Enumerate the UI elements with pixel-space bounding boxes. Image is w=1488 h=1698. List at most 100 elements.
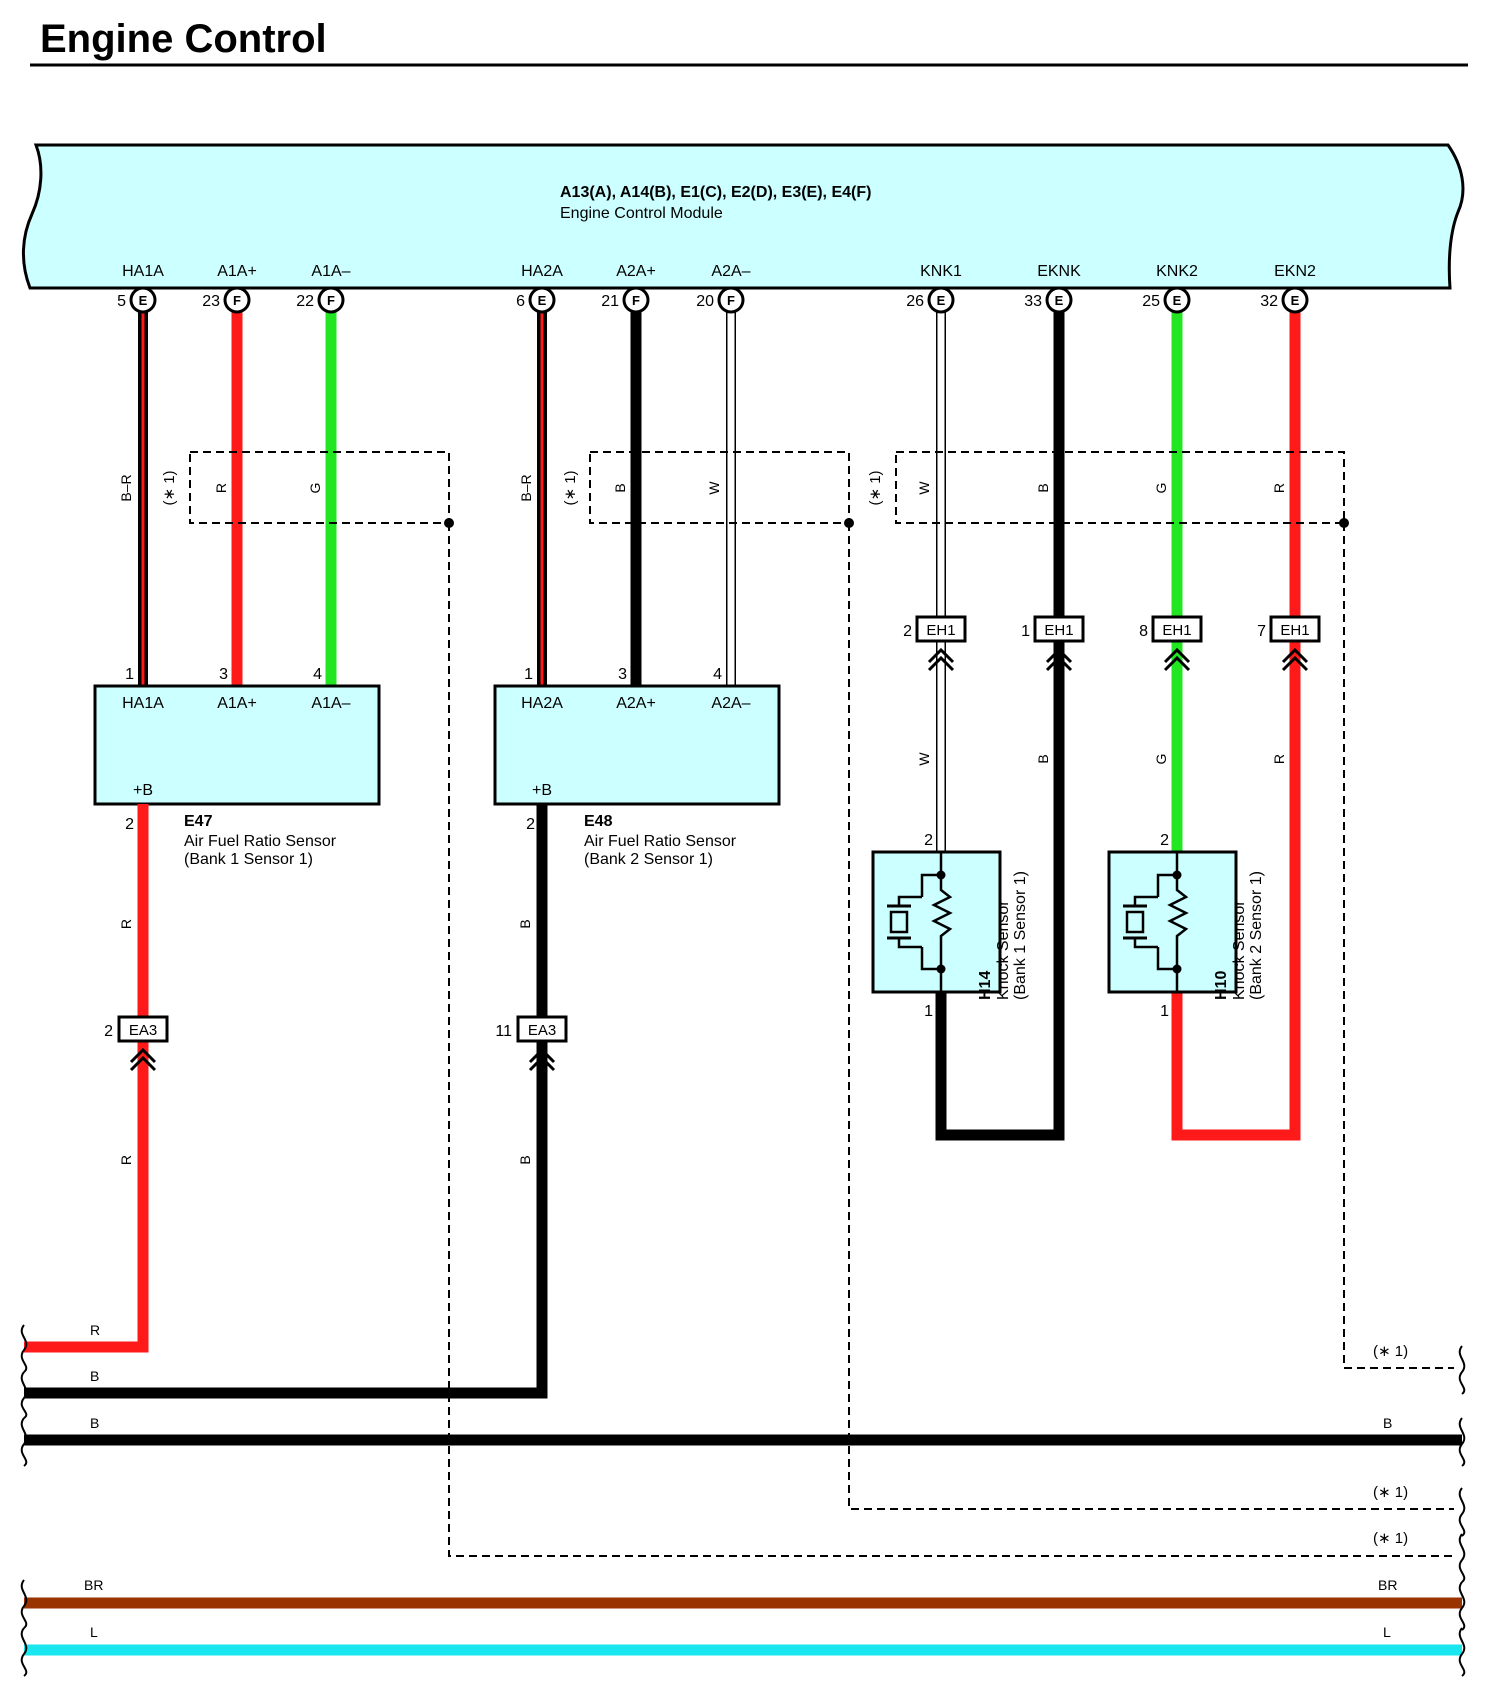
bus-label: L	[90, 1624, 98, 1640]
svg-text:33: 33	[1024, 293, 1042, 310]
svg-text:8: 8	[1139, 623, 1148, 640]
sensor-pin-name: HA2A	[521, 695, 563, 712]
ecm-terminal-name: EKNK	[1037, 263, 1081, 280]
ecm-terminal-name: A2A+	[616, 263, 656, 280]
svg-text:E: E	[139, 293, 148, 308]
knock-pin-number: 2	[1160, 832, 1169, 849]
wire-color-label: R	[1271, 483, 1287, 493]
wire-b	[935, 641, 1065, 1141]
ecm-terminal-name: HA1A	[122, 263, 164, 280]
bus-label: B	[90, 1368, 99, 1384]
svg-text:23: 23	[202, 293, 220, 310]
wire-color-label: G	[1153, 754, 1169, 765]
svg-text:21: 21	[601, 293, 619, 310]
svg-text:E: E	[1291, 293, 1300, 308]
piezo-element-icon	[1125, 910, 1145, 934]
knock-sensor-detail: (Bank 2 Sensor 1)	[1248, 871, 1265, 1000]
ecm-terminal: E 6	[516, 286, 556, 314]
connector-ea3: EA3 2	[104, 1015, 169, 1072]
bus-label: (∗ 1)	[1373, 1343, 1408, 1360]
ecm-title: A13(A), A14(B), E1(C), E2(D), E3(E), E4(…	[560, 184, 871, 201]
sensor-code: E48	[584, 813, 613, 830]
sensor-name: Air Fuel Ratio Sensor	[184, 833, 337, 850]
sensor-plus-b-pin: 2	[125, 816, 134, 833]
ecm-terminal: E 25	[1142, 286, 1191, 314]
connector-eh1: EH1 8	[1139, 615, 1203, 672]
connector-ea3: EA3 11	[495, 1015, 568, 1072]
shield-box	[589, 451, 850, 524]
sensor-pin-name: A2A+	[616, 695, 656, 712]
svg-text:5: 5	[117, 293, 126, 310]
bus-label: R	[90, 1322, 100, 1338]
knock-pin-number: 1	[924, 1003, 933, 1020]
bus-label: B	[90, 1415, 99, 1431]
sensor-pin-number: 3	[219, 666, 228, 683]
sensor-pin-number: 3	[618, 666, 627, 683]
sensor-e47-box	[93, 684, 381, 806]
ecm-terminal: F 20	[696, 286, 745, 314]
ecm-terminal-name: EKN2	[1274, 263, 1316, 280]
ecm-terminal: F 22	[296, 286, 345, 314]
wire-color-label: W	[916, 752, 932, 766]
wire-color-label: B–R	[118, 474, 134, 501]
sensor-plus-b: +B	[532, 782, 552, 799]
ecm-terminal-name: A1A+	[217, 263, 257, 280]
ecm-subtitle: Engine Control Module	[560, 205, 723, 222]
knock-sensor-name: Knock Sensor	[1231, 900, 1248, 1000]
shield-drain	[448, 523, 1454, 1557]
ecm-terminal: E 26	[906, 286, 955, 314]
ecm-box	[21, 143, 1465, 290]
ecm-terminal-name: A1A–	[311, 263, 350, 280]
sensor-code: E47	[184, 813, 213, 830]
svg-text:E: E	[1055, 293, 1064, 308]
sensor-pin-name: A2A–	[711, 695, 750, 712]
knock-pin-number: 1	[1160, 1003, 1169, 1020]
svg-text:6: 6	[516, 293, 525, 310]
svg-text:25: 25	[1142, 293, 1160, 310]
wire-color-label: G	[1153, 483, 1169, 494]
wire-r	[24, 804, 149, 1353]
svg-text:EH1: EH1	[1044, 622, 1073, 639]
svg-text:7: 7	[1257, 623, 1266, 640]
sensor-detail: (Bank 2 Sensor 1)	[584, 851, 713, 868]
knock-sensor-h14	[871, 850, 1002, 994]
sensor-name: Air Fuel Ratio Sensor	[584, 833, 737, 850]
svg-text:E: E	[538, 293, 547, 308]
wire-color-label: W	[916, 481, 932, 495]
ecm-terminal: E 32	[1260, 286, 1309, 314]
svg-text:F: F	[727, 293, 735, 308]
page-title: Engine Control	[40, 17, 327, 61]
bus-label: BR	[1378, 1577, 1397, 1593]
ecm-terminal: F 21	[601, 286, 650, 314]
sensor-e48-box	[493, 684, 781, 806]
connector-eh1: EH1 2	[903, 615, 967, 672]
sensor-pin-name: A1A–	[311, 695, 350, 712]
wire-color-label: G	[307, 483, 323, 494]
wire-color-label: B	[612, 483, 628, 492]
shield-junction	[1339, 518, 1349, 528]
wire-b	[24, 804, 548, 1399]
bus-label: L	[1383, 1624, 1391, 1640]
ecm-terminal-name: KNK2	[1156, 263, 1198, 280]
wire-color-label: B	[1035, 754, 1051, 763]
wire-color-label: R	[1271, 754, 1287, 764]
connector-eh1: EH1 1	[1021, 615, 1085, 672]
svg-text:22: 22	[296, 293, 314, 310]
svg-text:2: 2	[903, 623, 912, 640]
svg-text:F: F	[327, 293, 335, 308]
sensor-pin-number: 1	[524, 666, 533, 683]
knock-sensor-detail: (Bank 1 Sensor 1)	[1012, 871, 1029, 1000]
shield-drain	[1343, 523, 1454, 1369]
svg-text:11: 11	[495, 1023, 512, 1040]
shield-junction	[444, 518, 454, 528]
svg-text:2: 2	[104, 1023, 113, 1040]
svg-text:EH1: EH1	[926, 622, 955, 639]
ecm-terminal: E 5	[117, 286, 157, 314]
shield-label: (∗ 1)	[161, 470, 178, 505]
shield-drain	[848, 523, 1454, 1510]
sensor-detail: (Bank 1 Sensor 1)	[184, 851, 313, 868]
wire-r	[1171, 641, 1301, 1141]
bus-label: (∗ 1)	[1373, 1484, 1408, 1501]
svg-text:E: E	[937, 293, 946, 308]
